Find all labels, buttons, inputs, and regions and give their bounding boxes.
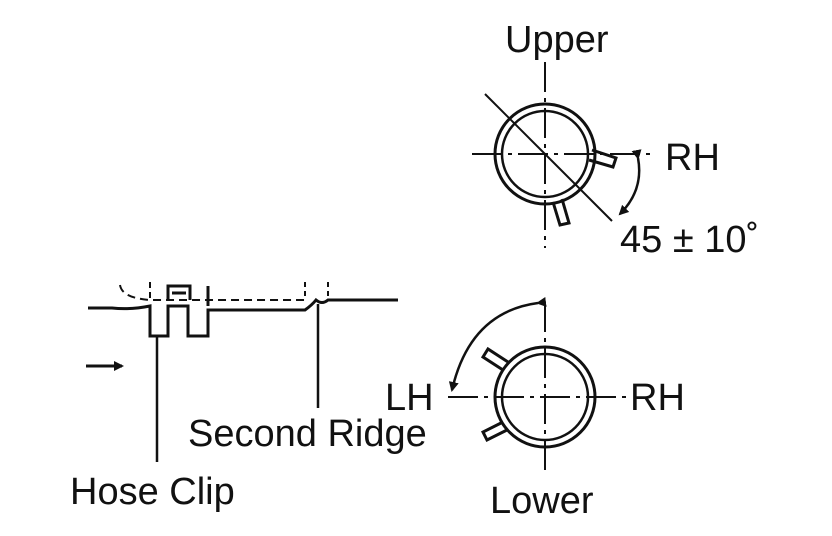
hose-side-view: Second Ridge Hose Clip: [70, 282, 427, 513]
lower-clip-view: LH RH Lower: [385, 296, 685, 522]
upper-clip-tab-right: [588, 148, 618, 169]
lower-clip-tab-lower-left: [480, 420, 508, 443]
label-lh: LH: [385, 377, 434, 419]
label-lower: Lower: [490, 480, 594, 522]
upper-clip-tab-bottom: [551, 198, 571, 227]
upper-clip-view: Upper RH 45 ± 10˚: [472, 19, 759, 261]
hose-end-dashed: [119, 284, 305, 301]
label-upper: Upper: [505, 19, 609, 61]
hose-clip-top: [166, 284, 192, 300]
upper-45-degree-line: [484, 93, 613, 222]
label-angle: 45 ± 10˚: [620, 219, 759, 261]
label-hose-clip: Hose Clip: [70, 471, 235, 513]
label-rh-bottom: RH: [630, 377, 685, 419]
upper-clip-outer-ring: [493, 102, 597, 206]
label-second-ridge: Second Ridge: [188, 413, 427, 455]
upper-angle-arrow: [618, 149, 642, 216]
lower-rotation-arrow: [448, 296, 547, 392]
label-rh-top: RH: [665, 137, 720, 179]
pipe-outline: [88, 297, 398, 338]
upper-clip-inner-ring: [500, 109, 590, 199]
